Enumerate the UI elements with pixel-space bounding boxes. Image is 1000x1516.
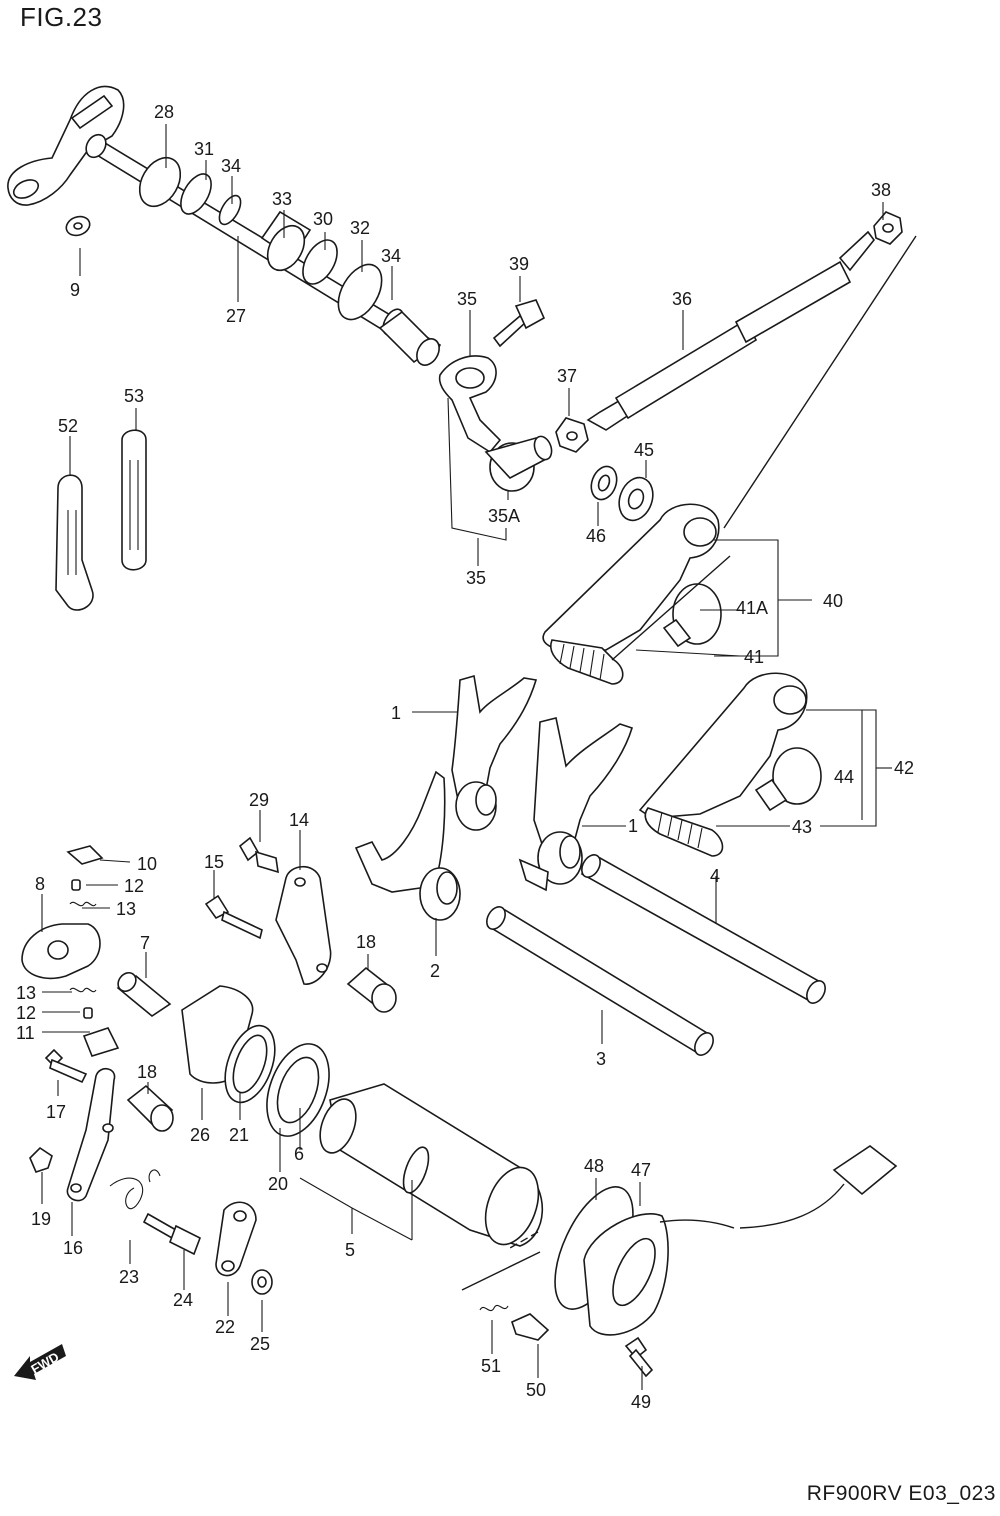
callout-14: 14 <box>289 810 309 830</box>
callout-37: 37 <box>557 366 577 386</box>
callout-1-upper: 1 <box>391 703 401 723</box>
reference-lines <box>461 235 917 1291</box>
pin-and-bushings <box>116 966 397 1132</box>
figure-code: RF900RV E03_023 <box>806 1482 996 1505</box>
callout-32: 32 <box>350 218 370 238</box>
callout-38: 38 <box>871 180 891 200</box>
callout-23: 23 <box>119 1267 139 1287</box>
callout-3: 3 <box>596 1049 606 1069</box>
callout-39: 39 <box>509 254 529 274</box>
callout-19: 19 <box>31 1209 51 1229</box>
callout-9: 9 <box>70 280 80 300</box>
figure-title: FIG.23 <box>20 2 103 32</box>
forward-direction-arrow: FWD <box>14 1344 66 1380</box>
callout-29: 29 <box>249 790 269 810</box>
callout-41: 41 <box>744 647 764 667</box>
callout-33: 33 <box>272 189 292 209</box>
callout-15: 15 <box>204 852 224 872</box>
callout-35-lower: 35 <box>466 568 486 588</box>
callout-2: 2 <box>430 961 440 981</box>
callout-31: 31 <box>194 139 214 159</box>
callout-5: 5 <box>345 1240 355 1260</box>
callout-22: 22 <box>215 1317 235 1337</box>
callout-45: 45 <box>634 440 654 460</box>
callout-12-lower: 12 <box>16 1003 36 1023</box>
shift-pedal-42 <box>638 672 822 857</box>
stopper-plate-and-bolts <box>204 836 332 985</box>
callout-4: 4 <box>710 866 720 886</box>
callout-21: 21 <box>229 1125 249 1145</box>
callout-42: 42 <box>894 758 914 778</box>
callout-10: 10 <box>137 854 157 874</box>
callout-7: 7 <box>140 933 150 953</box>
fork-shafts <box>486 854 826 1056</box>
lower-small-parts <box>29 1048 550 1341</box>
washers-45-46 <box>590 465 654 522</box>
callout-11: 11 <box>16 1023 35 1043</box>
shift-rod <box>555 211 903 453</box>
callout-34-upper: 34 <box>221 156 241 176</box>
callout-35A: 35A <box>488 506 520 526</box>
callout-25: 25 <box>250 1334 270 1354</box>
callout-17: 17 <box>46 1102 66 1122</box>
callout-47: 47 <box>631 1160 651 1180</box>
callout-30: 30 <box>313 209 333 229</box>
gearshift-cam-drum <box>181 985 544 1247</box>
callout-48: 48 <box>584 1156 604 1176</box>
gearshift-shaft-assembly <box>7 85 442 366</box>
callout-34-lower: 34 <box>381 246 401 266</box>
callout-18-lower: 18 <box>137 1062 157 1082</box>
callout-12-upper: 12 <box>124 876 144 896</box>
bolt-39 <box>492 299 546 348</box>
callout-27: 27 <box>226 306 246 326</box>
callout-8: 8 <box>35 874 45 894</box>
callout-49: 49 <box>631 1392 651 1412</box>
callout-44: 44 <box>834 767 854 787</box>
callout-28: 28 <box>154 102 174 122</box>
callout-20: 20 <box>268 1174 288 1194</box>
callout-24: 24 <box>173 1290 193 1310</box>
callout-13-upper: 13 <box>116 899 136 919</box>
shift-lever-arm <box>438 355 553 492</box>
callout-13-lower: 13 <box>16 983 36 1003</box>
bracket-plates <box>55 429 147 611</box>
callout-16: 16 <box>63 1238 83 1258</box>
callout-26: 26 <box>190 1125 210 1145</box>
shift-pedal-40 <box>542 503 722 685</box>
callout-1-lower: 1 <box>628 816 638 836</box>
callout-50: 50 <box>526 1380 546 1400</box>
callout-35-upper: 35 <box>457 289 477 309</box>
gear-position-switch <box>554 1145 898 1378</box>
callout-36: 36 <box>672 289 692 309</box>
callout-52: 52 <box>58 416 78 436</box>
callout-18-upper: 18 <box>356 932 376 952</box>
shift-forks <box>354 674 633 921</box>
leader-lines <box>41 124 892 1390</box>
callout-6: 6 <box>294 1144 304 1164</box>
callout-40: 40 <box>823 591 843 611</box>
callout-labels: 28 31 34 33 30 32 34 9 27 39 35 36 38 37… <box>16 102 914 1412</box>
callout-53: 53 <box>124 386 144 406</box>
callout-41A: 41A <box>736 598 768 618</box>
callout-46: 46 <box>586 526 606 546</box>
callout-51: 51 <box>481 1356 501 1376</box>
cam-stopper-parts <box>21 845 120 1057</box>
callout-43: 43 <box>792 817 812 837</box>
